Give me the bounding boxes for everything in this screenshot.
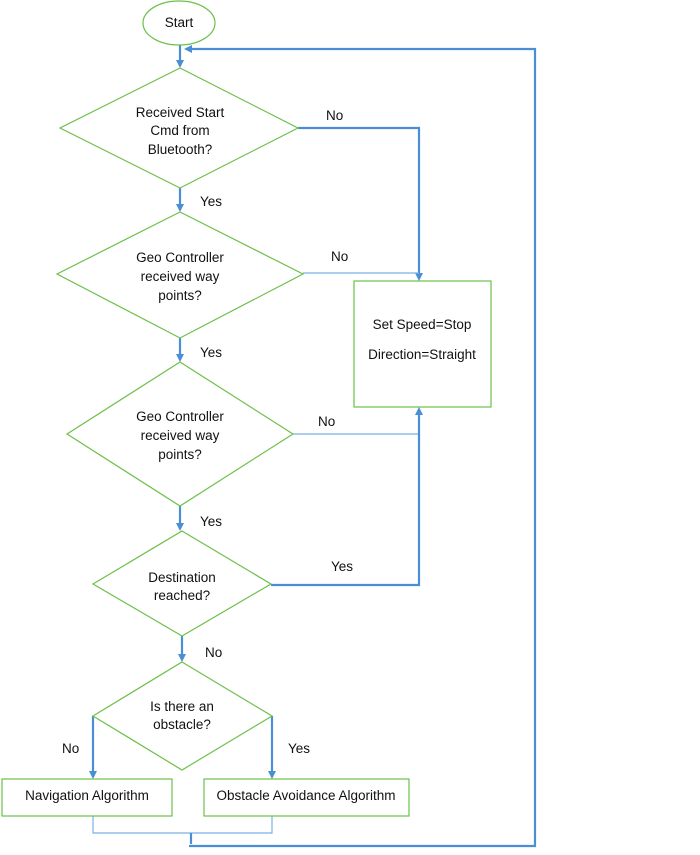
d1-line-2: Cmd from <box>150 123 209 138</box>
connectors <box>89 45 537 848</box>
d4-line-2: reached? <box>154 588 210 603</box>
d5-line-1: Is there an <box>150 699 214 714</box>
node-d4: Destination reached? <box>91 530 273 637</box>
node-d3: Geo Controller received way points? <box>65 361 295 507</box>
label-d1-yes: Yes <box>200 194 222 209</box>
label-d3-no: No <box>318 414 335 429</box>
decision-d4 <box>91 530 273 637</box>
label-d5-yes: Yes <box>288 741 310 756</box>
d3-line-2: received way <box>141 428 220 443</box>
d3-line-1: Geo Controller <box>136 409 224 424</box>
label-d4-yes: Yes <box>331 559 353 574</box>
decision-d5 <box>91 661 274 771</box>
obstacle-label: Obstacle Avoidance Algorithm <box>216 788 395 803</box>
label-d4-no: No <box>205 645 222 660</box>
node-nav: Navigation Algorithm <box>1 778 173 817</box>
stop-line-1: Set Speed=Stop <box>373 317 472 332</box>
d5-line-2: obstacle? <box>153 717 211 732</box>
edge-labels: No Yes No Yes No Yes Yes No No Yes <box>62 108 353 756</box>
process-navigation <box>1 778 173 817</box>
node-d5: Is there an obstacle? <box>91 661 274 771</box>
edge-d1-no-to-stop <box>298 126 423 281</box>
decision-d3 <box>65 361 295 507</box>
label-d2-no: No <box>331 249 348 264</box>
start-terminal <box>142 0 216 46</box>
d2-line-2: received way <box>141 269 220 284</box>
d1-line-3: Bluetooth? <box>148 142 213 157</box>
edge-d4-yes-to-stop <box>271 407 423 587</box>
decision-d2 <box>55 211 305 339</box>
label-d5-no: No <box>62 741 79 756</box>
edge-loop-back <box>184 45 537 848</box>
process-stop <box>353 280 492 408</box>
d4-line-1: Destination <box>148 570 216 585</box>
label-d2-yes: Yes <box>200 345 222 360</box>
start-label: Start <box>165 15 194 30</box>
node-d1: Received Start Cmd from Bluetooth? <box>58 67 300 189</box>
edge-nav-merge <box>92 816 273 834</box>
node-obstacle: Obstacle Avoidance Algorithm <box>203 778 410 817</box>
nav-label: Navigation Algorithm <box>25 788 149 803</box>
d1-line-1: Received Start <box>136 105 225 120</box>
label-d3-yes: Yes <box>200 514 222 529</box>
node-start: Start <box>142 0 216 46</box>
node-stop-box: Set Speed=Stop Direction=Straight <box>353 280 492 408</box>
stop-line-2: Direction=Straight <box>368 347 476 362</box>
label-d1-no: No <box>326 108 343 123</box>
node-d2: Geo Controller received way points? <box>55 211 305 339</box>
decision-d1 <box>58 67 300 189</box>
process-obstacle-avoidance <box>203 778 410 817</box>
d2-line-3: points? <box>158 288 202 303</box>
d2-line-1: Geo Controller <box>136 250 224 265</box>
d3-line-3: points? <box>158 447 202 462</box>
